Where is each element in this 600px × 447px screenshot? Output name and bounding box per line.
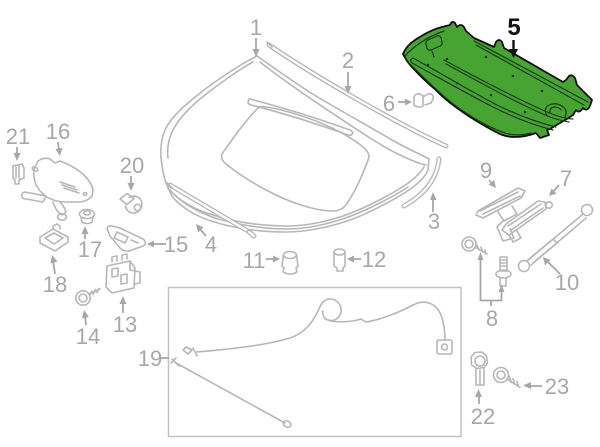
svg-text:4: 4 (205, 232, 217, 257)
svg-text:8: 8 (486, 306, 498, 331)
svg-text:6: 6 (383, 91, 395, 116)
svg-text:22: 22 (471, 404, 495, 429)
svg-text:15: 15 (164, 232, 188, 257)
svg-text:21: 21 (6, 124, 30, 149)
svg-text:13: 13 (113, 312, 137, 337)
svg-text:1: 1 (250, 15, 262, 40)
svg-text:7: 7 (560, 166, 572, 191)
svg-text:9: 9 (480, 158, 492, 183)
svg-text:19: 19 (138, 346, 162, 371)
svg-text:2: 2 (342, 48, 354, 73)
svg-text:3: 3 (428, 209, 440, 234)
svg-text:20: 20 (120, 153, 144, 178)
svg-text:5: 5 (507, 14, 520, 41)
svg-text:12: 12 (362, 247, 386, 272)
svg-text:16: 16 (46, 119, 70, 144)
svg-text:18: 18 (43, 272, 67, 297)
svg-text:17: 17 (78, 237, 102, 262)
svg-text:14: 14 (76, 324, 100, 349)
svg-text:10: 10 (555, 270, 579, 295)
svg-text:11: 11 (243, 248, 266, 273)
svg-text:23: 23 (545, 374, 569, 399)
